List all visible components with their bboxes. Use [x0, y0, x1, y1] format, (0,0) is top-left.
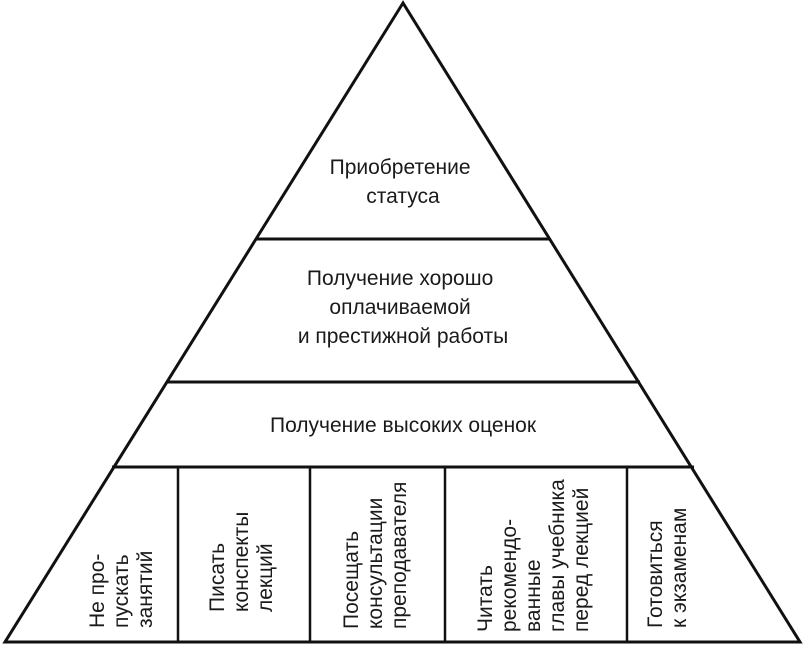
- base-item-2-line-1: Писать: [206, 543, 229, 612]
- level-second-line-2: оплачиваемой: [329, 296, 470, 319]
- base-item-5-line-2: к экзаменам: [668, 508, 691, 628]
- base-item-1-line-1: Не про-: [86, 554, 109, 628]
- base-item-4-label: Читать рекомендо- ванные главы учебника …: [474, 473, 593, 632]
- base-item-4-line-2: рекомендо-: [498, 519, 521, 632]
- base-item-5-line-1: Готовиться: [644, 520, 667, 628]
- base-item-1-label: Не про- пускать занятий: [86, 548, 157, 628]
- base-item-3-label: Посещать консультации преподавателя: [340, 482, 411, 629]
- base-item-5-label: Готовиться к экзаменам: [644, 508, 691, 628]
- level-second-label: Получение хорошо оплачиваемой и престижн…: [298, 267, 508, 348]
- base-item-4-line-1: Читать: [474, 565, 497, 632]
- level-second-line-1: Получение хорошо: [307, 267, 493, 290]
- level-second-line-3: и престижной работы: [298, 325, 508, 348]
- base-item-4-line-4: главы учебника: [546, 479, 569, 632]
- level-third-line-1: Получение высоких оценок: [270, 414, 537, 437]
- base-item-2-line-3: лекций: [254, 543, 277, 612]
- base-item-4-line-5: перед лекцией: [570, 488, 593, 632]
- level-top-label: Приобретение статуса: [330, 156, 477, 208]
- base-item-1-line-2: пускать: [110, 554, 133, 628]
- base-item-2-line-2: конспекты: [230, 512, 253, 612]
- level-third-label: Получение высоких оценок: [270, 414, 537, 437]
- level-top-line-1: Приобретение: [330, 156, 471, 179]
- base-item-3-line-3: преподавателя: [388, 482, 411, 629]
- level-top-line-2: статуса: [366, 185, 440, 208]
- base-item-2-label: Писать конспекты лекций: [206, 506, 277, 612]
- base-item-1-line-3: занятий: [134, 551, 157, 628]
- base-item-3-line-1: Посещать: [340, 531, 363, 629]
- base-item-3-line-2: консультации: [364, 498, 387, 629]
- base-item-4-line-3: ванные: [522, 559, 545, 632]
